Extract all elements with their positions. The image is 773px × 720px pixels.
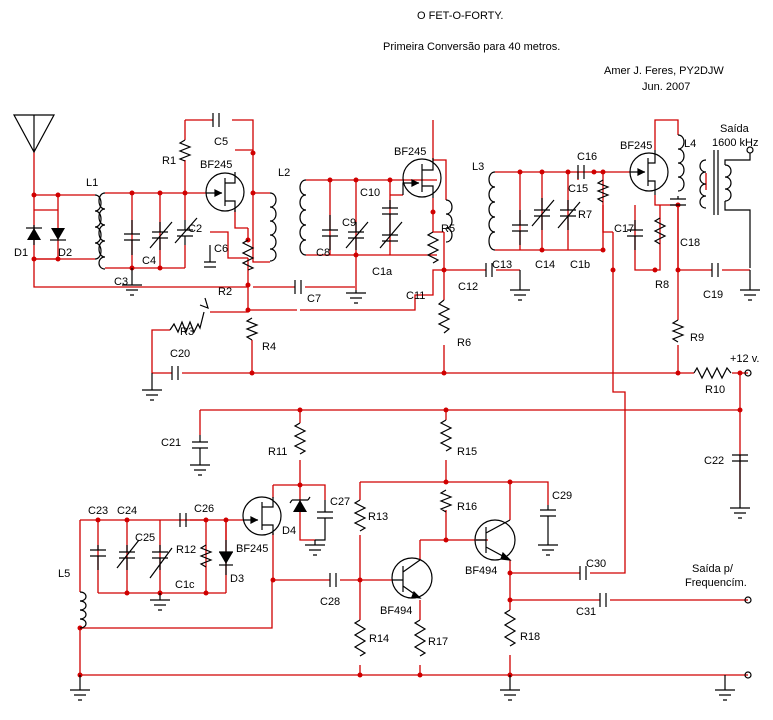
label-r5: R5 (441, 223, 455, 235)
label-c24: C24 (117, 505, 137, 517)
label-c11: C11 (406, 290, 425, 302)
label-q4: BF245 (236, 543, 268, 555)
label-d1: D1 (14, 247, 28, 259)
label-c27: C27 (330, 496, 350, 508)
inductor-l2 (269, 179, 307, 262)
label-c26: C26 (194, 503, 214, 515)
label-c22: C22 (704, 455, 724, 467)
label-l2: L2 (278, 167, 290, 179)
label-r6: R6 (457, 337, 471, 349)
label-l5: L5 (58, 568, 70, 580)
schematic-title: O FET-O-FORTY. (417, 10, 504, 22)
label-r9: R9 (690, 332, 704, 344)
label-c21: C21 (161, 437, 181, 449)
junction-dots (31, 150, 743, 678)
label-c19: C19 (703, 289, 723, 301)
label-r10: R10 (705, 384, 725, 396)
diode-d1 (26, 225, 42, 245)
label-c5: C5 (214, 136, 228, 148)
label-r13: R13 (368, 511, 388, 523)
label-c20: C20 (170, 348, 190, 360)
inductor-l4 (677, 134, 751, 268)
diode-d2 (50, 228, 66, 241)
label-r3: R3 (180, 326, 194, 338)
label-q6: BF494 (465, 565, 497, 577)
label-c31: C31 (576, 606, 596, 618)
inductor-l5 (79, 591, 87, 629)
label-c30: C30 (586, 558, 606, 570)
label-c10: C10 (360, 187, 380, 199)
label-c23: C23 (88, 505, 108, 517)
label-r16: R16 (457, 501, 477, 513)
component-labels: L1 L2 L3 L4 L5 D1 D2 D3 D4 R1 R2 R3 R4 R… (14, 123, 759, 648)
label-r4: R4 (262, 341, 276, 353)
label-c29: C29 (552, 490, 572, 502)
ground-symbols (70, 268, 760, 701)
label-c9: C9 (342, 217, 356, 229)
label-c16: C16 (577, 151, 597, 163)
label-c1c: C1c (175, 579, 195, 591)
label-c6: C6 (214, 243, 228, 255)
capacitors (90, 113, 748, 607)
label-q3: BF245 (620, 140, 652, 152)
label-q1: BF245 (200, 159, 232, 171)
label-counter-output: Saída p/ (692, 563, 734, 575)
label-r15: R15 (457, 446, 477, 458)
label-r2: R2 (218, 286, 232, 298)
inductor-l3 (445, 171, 496, 251)
variable-capacitors (116, 198, 581, 579)
label-c17: C17 (614, 223, 634, 235)
label-output-freq: 1600 kHz (712, 137, 758, 149)
schematic-subtitle: Primeira Conversão para 40 metros. (383, 41, 561, 53)
label-c28: C28 (320, 596, 340, 608)
label-r11: R11 (268, 446, 287, 458)
diode-d4-zener (289, 496, 311, 512)
label-r14: R14 (369, 633, 389, 645)
label-c1a: C1a (372, 266, 393, 278)
label-c1b: C1b (570, 259, 590, 271)
label-counter-output-2: Frequencím. (685, 577, 747, 589)
antenna-symbol (12, 114, 56, 154)
transistors (205, 150, 669, 599)
author-credit: Amer J. Feres, PY2DJW (604, 65, 724, 77)
label-c3: C3 (114, 276, 128, 288)
label-c15: C15 (568, 183, 588, 195)
label-d2: D2 (58, 247, 72, 259)
label-c18: C18 (680, 237, 700, 249)
label-l1: L1 (86, 177, 98, 189)
label-l3: L3 (472, 161, 484, 173)
output-terminals (744, 146, 754, 679)
label-d4: D4 (282, 525, 296, 537)
label-r18: R18 (520, 631, 540, 643)
schematic-date: Jun. 2007 (642, 81, 691, 93)
resistors (169, 139, 732, 657)
label-c8: C8 (316, 247, 330, 259)
label-r7: R7 (578, 209, 592, 221)
inductor-l1 (94, 192, 106, 270)
wiring (33, 119, 750, 676)
label-c14: C14 (535, 259, 555, 271)
label-c12: C12 (458, 281, 478, 293)
label-c25: C25 (135, 532, 155, 544)
label-c13: C13 (492, 259, 512, 271)
label-output-if: Saída (720, 123, 750, 135)
label-d3: D3 (230, 573, 244, 585)
label-r17: R17 (428, 636, 448, 648)
label-r8: R8 (655, 279, 669, 291)
label-r1: R1 (162, 155, 176, 167)
diode-d3 (219, 540, 233, 575)
label-r12: R12 (176, 544, 196, 556)
label-c4: C4 (142, 255, 156, 267)
label-l4: L4 (684, 138, 696, 150)
label-q2: BF245 (394, 146, 426, 158)
label-q5: BF494 (380, 605, 412, 617)
label-c7: C7 (307, 293, 321, 305)
label-c2: C2 (188, 223, 202, 235)
label-supply-voltage: +12 v. (730, 353, 759, 365)
